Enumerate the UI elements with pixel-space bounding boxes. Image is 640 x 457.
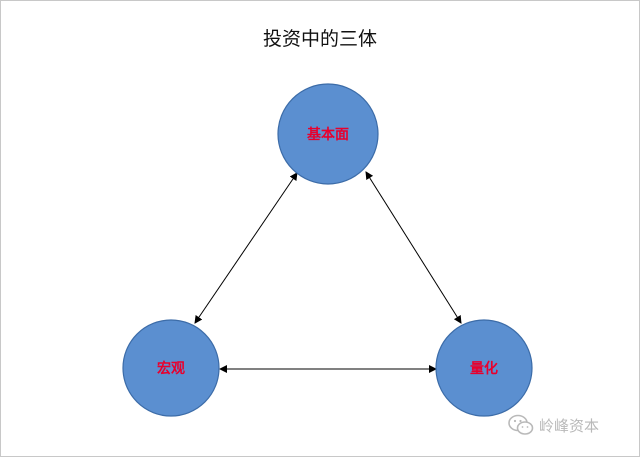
node-fundamental: 基本面 bbox=[277, 83, 379, 185]
node-macro: 宏观 bbox=[122, 319, 220, 417]
edge-fundamental-quant bbox=[365, 171, 462, 324]
node-quant: 量化 bbox=[435, 319, 533, 417]
node-quant-label: 量化 bbox=[470, 360, 498, 377]
node-macro-circle bbox=[122, 319, 220, 417]
node-macro-label: 宏观 bbox=[157, 360, 185, 377]
edge-fundamental-macro bbox=[194, 172, 298, 324]
node-quant-circle bbox=[435, 319, 533, 417]
diagram-title: 投资中的三体 bbox=[262, 28, 377, 50]
wechat-icon bbox=[508, 414, 534, 435]
watermark: 岭峰资本 bbox=[508, 414, 599, 436]
node-fundamental-label: 基本面 bbox=[307, 126, 349, 143]
watermark-text: 岭峰资本 bbox=[539, 416, 600, 435]
node-fundamental-circle bbox=[277, 83, 379, 185]
